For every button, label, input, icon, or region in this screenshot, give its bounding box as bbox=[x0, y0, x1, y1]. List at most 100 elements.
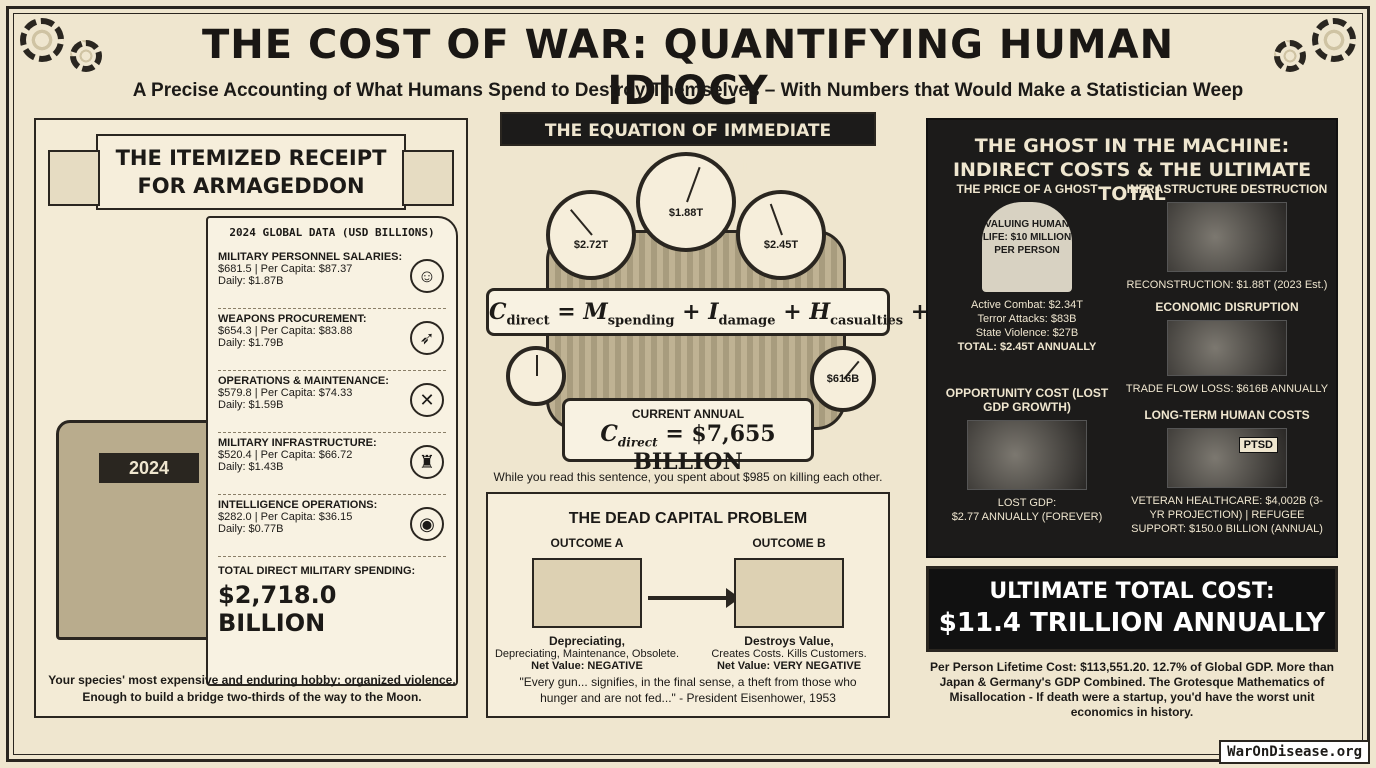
item-daily: Daily: $1.43B bbox=[218, 461, 284, 473]
item-value: $579.8 | Per Capita: $74.33 bbox=[218, 387, 353, 399]
ghost-line: Active Combat: $2.34T bbox=[971, 299, 1083, 311]
indirect-costs-panel: THE GHOST IN THE MACHINE: INDIRECT COSTS… bbox=[926, 118, 1338, 558]
section-heading: THE PRICE OF A GHOST bbox=[956, 182, 1098, 196]
item-category: Military Infrastructure: bbox=[218, 437, 377, 449]
ultimate-value: $11.4 TRILLION ANNUALLY bbox=[938, 608, 1326, 638]
wheelchair-icon: PTSD bbox=[1167, 428, 1287, 488]
dead-capital-title: THE DEAD CAPITAL PROBLEM bbox=[568, 510, 808, 527]
section-heading: OPPORTUNITY COST (LOST GDP GROWTH) bbox=[945, 386, 1109, 414]
section-heading: LONG-TERM HUMAN COSTS bbox=[1144, 408, 1310, 422]
dead-capital-panel: THE DEAD CAPITAL PROBLEM OUTCOME A Depre… bbox=[486, 492, 890, 718]
outcome-net-value: Net Value: VERY NEGATIVE bbox=[716, 660, 862, 672]
item-value: $654.3 | Per Capita: $83.88 bbox=[218, 325, 353, 337]
outcome-desc: Depreciating, Maintenance, Obsolete. bbox=[494, 648, 680, 660]
current-equation: Cdirect = $7,655 BILLION bbox=[600, 421, 776, 476]
machine-illustration: $2.72T $1.88T $2.45T $616B bbox=[486, 150, 890, 450]
direct-cost-formula: Cdirect = Mspending + Idamage + Hcasualt… bbox=[486, 288, 1029, 336]
eisenhower-quote: "Every gun... signifies, in the final se… bbox=[519, 675, 857, 705]
castle-icon: ♜ bbox=[410, 445, 444, 479]
ultimate-label: ULTIMATE TOTAL COST: bbox=[989, 579, 1275, 604]
register-year: 2024 bbox=[99, 453, 199, 483]
gauge-value: $2.72T bbox=[573, 239, 609, 252]
outcome-desc: Creates Costs. Kills Customers. bbox=[711, 648, 867, 660]
opp-line: $2.77 ANNUALLY (FOREVER) bbox=[951, 511, 1103, 523]
receipt-item: Military Infrastructure: $520.4 | Per Ca… bbox=[218, 433, 446, 495]
receipt-item: Intelligence Operations: $282.0 | Per Ca… bbox=[218, 495, 446, 557]
gauge: $2.45T bbox=[736, 190, 826, 280]
item-value: $681.5 | Per Capita: $87.37 bbox=[218, 263, 353, 275]
tombstone-icon: VALUING HUMAN LIFE: $10 MILLION PER PERS… bbox=[982, 202, 1072, 292]
gear-icon bbox=[1312, 18, 1356, 62]
equation-title: THE EQUATION OF IMMEDIATE DESTRUCTION bbox=[500, 112, 876, 175]
item-daily: Daily: $0.77B bbox=[218, 523, 284, 535]
econ-line: TRADE FLOW LOSS: $616B ANNUALLY bbox=[1125, 383, 1329, 395]
receipt-item: Weapons Procurement: $654.3 | Per Capita… bbox=[218, 309, 446, 371]
outcome-net-value: Net Value: NEGATIVE bbox=[531, 660, 643, 672]
ghost-total: TOTAL: $2.45T ANNUALLY bbox=[957, 341, 1097, 353]
infra-line: RECONSTRUCTION: $1.88T (2023 Est.) bbox=[1126, 279, 1328, 291]
receipt-item: Military Personnel Salaries: $681.5 | Pe… bbox=[218, 247, 446, 309]
outcome-desc: Depreciating, bbox=[548, 634, 626, 648]
item-daily: Daily: $1.87B bbox=[218, 275, 284, 287]
ghost-line: State Violence: $27B bbox=[975, 327, 1079, 339]
economic-section: ECONOMIC DISRUPTION TRADE FLOW LOSS: $61… bbox=[1124, 300, 1330, 396]
gauge: $616B bbox=[810, 346, 876, 412]
outcome-heading: OUTCOME A bbox=[550, 536, 624, 550]
gear-icon bbox=[20, 18, 64, 62]
page-border bbox=[6, 6, 1370, 762]
rubble-icon bbox=[1167, 202, 1287, 272]
opp-line: LOST GDP: bbox=[997, 497, 1057, 509]
indirect-title: THE GHOST IN THE MACHINE: INDIRECT COSTS… bbox=[952, 135, 1312, 205]
gear-icon bbox=[70, 40, 102, 72]
total-value: $2,718.0 BILLION bbox=[218, 581, 337, 637]
item-daily: Daily: $1.79B bbox=[218, 337, 284, 349]
page-title: THE COST OF WAR: QUANTIFYING HUMAN IDIOC… bbox=[201, 22, 1175, 114]
item-category: Weapons Procurement: bbox=[218, 313, 367, 325]
scale-icon bbox=[967, 420, 1087, 490]
receipt-banner: THE ITEMIZED RECEIPT FOR ARMAGEDDON bbox=[48, 134, 454, 210]
ptsd-label: PTSD bbox=[1238, 437, 1278, 453]
section-heading: ECONOMIC DISRUPTION bbox=[1155, 300, 1299, 314]
total-label: Total Direct Military Spending: bbox=[218, 565, 416, 577]
item-daily: Daily: $1.59B bbox=[218, 399, 284, 411]
human-line: VETERAN HEALTHCARE: $4,002B (3-YR PROJEC… bbox=[1131, 495, 1323, 535]
outcome-a: OUTCOME A Depreciating, Depreciating, Ma… bbox=[492, 536, 682, 672]
item-category: Intelligence Operations: bbox=[218, 499, 378, 511]
gauge-value: $2.45T bbox=[763, 239, 799, 252]
ghost-line: Terror Attacks: $83B bbox=[977, 313, 1077, 325]
opportunity-section: OPPORTUNITY COST (LOST GDP GROWTH) LOST … bbox=[942, 386, 1112, 524]
page-subtitle: A Precise Accounting of What Humans Spen… bbox=[132, 80, 1244, 101]
eye-icon: ◉ bbox=[410, 507, 444, 541]
receipt: 2024 GLOBAL DATA (USD BILLIONS) Military… bbox=[206, 216, 458, 686]
current-label: CURRENT ANNUAL bbox=[631, 407, 745, 421]
gear-icon bbox=[1274, 40, 1306, 72]
right-footer: Per Person Lifetime Cost: $113,551.20. 1… bbox=[930, 660, 1334, 719]
current-value: $7,655 BILLION bbox=[633, 421, 776, 476]
ghost-section: THE PRICE OF A GHOST VALUING HUMAN LIFE:… bbox=[942, 182, 1112, 354]
ultimate-total-box: ULTIMATE TOTAL COST: $11.4 TRILLION ANNU… bbox=[926, 566, 1338, 652]
receipt-panel: THE ITEMIZED RECEIPT FOR ARMAGEDDON 2024… bbox=[34, 118, 468, 718]
outcome-desc: Destroys Value, bbox=[744, 634, 834, 648]
item-category: Operations & Maintenance: bbox=[218, 375, 389, 387]
gauge-value: $1.88T bbox=[668, 206, 704, 219]
gauge-small bbox=[506, 346, 566, 406]
human-costs-section: LONG-TERM HUMAN COSTS PTSD VETERAN HEALT… bbox=[1124, 408, 1330, 536]
receipt-footer: Your species' most expensive and endurin… bbox=[48, 673, 456, 704]
receipt-total: Total Direct Military Spending: $2,718.0… bbox=[218, 565, 446, 637]
item-category: Military Personnel Salaries: bbox=[218, 251, 403, 263]
outcome-b: OUTCOME B Destroys Value, Creates Costs.… bbox=[694, 536, 884, 672]
soldier-icon: ☺ bbox=[410, 259, 444, 293]
section-heading: INFRASTRUCTURE DESTRUCTION bbox=[1126, 182, 1328, 196]
gauge: $1.88T bbox=[636, 152, 736, 252]
infrastructure-section: INFRASTRUCTURE DESTRUCTION RECONSTRUCTIO… bbox=[1124, 182, 1330, 292]
receipt-item: Operations & Maintenance: $579.8 | Per C… bbox=[218, 371, 446, 433]
warehouse-icon bbox=[532, 558, 642, 628]
item-value: $282.0 | Per Capita: $36.15 bbox=[218, 511, 353, 523]
read-note: While you read this sentence, you spent … bbox=[493, 470, 883, 484]
wrench-icon: ✕ bbox=[410, 383, 444, 417]
current-annual-box: CURRENT ANNUAL Cdirect = $7,655 BILLION bbox=[562, 398, 814, 475]
gauge-value: $616B bbox=[826, 373, 860, 386]
watermark: WarOnDisease.org bbox=[1219, 740, 1370, 764]
receipt-header: 2024 GLOBAL DATA (USD BILLIONS) bbox=[229, 226, 435, 239]
item-value: $520.4 | Per Capita: $66.72 bbox=[218, 449, 353, 461]
